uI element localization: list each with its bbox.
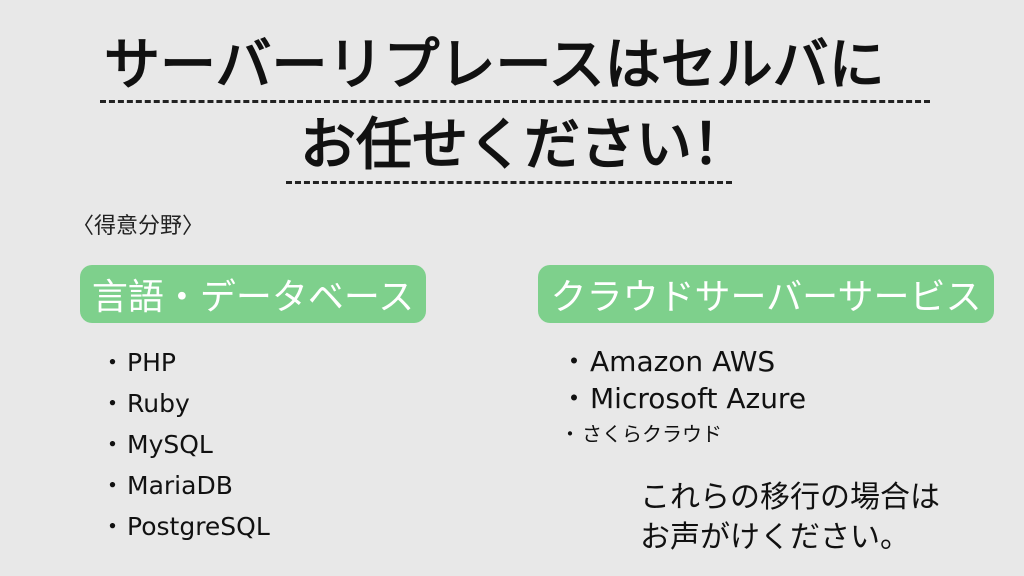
list-item-label: さくらクラウド (582, 422, 722, 446)
section-heading-cloud-services: クラウドサーバーサービス (538, 265, 994, 323)
list-item: ・Microsoft Azure (560, 380, 806, 417)
list-item-label: Amazon AWS (590, 345, 776, 378)
list-item-label: MariaDB (127, 471, 233, 500)
list-item: ・Amazon AWS (560, 343, 806, 380)
contact-message: これらの移行の場合は お声がけください。 (640, 478, 940, 558)
contact-line-1: これらの移行の場合は (640, 480, 940, 515)
list-item-label: PostgreSQL (127, 512, 270, 541)
list-item: ・PHP (100, 342, 270, 383)
title-line-2: お任せください！ (300, 113, 748, 178)
section-heading-languages-databases: 言語・データベース (80, 265, 426, 323)
list-item: ・MariaDB (100, 465, 270, 506)
title-underline-1 (100, 100, 930, 103)
specialty-label: 〈得意分野〉 (72, 214, 205, 239)
list-item-label: PHP (127, 348, 176, 377)
title-underline-2 (286, 181, 732, 184)
bullet: ・ (100, 471, 126, 500)
languages-databases-list: ・PHP ・Ruby ・MySQL ・MariaDB ・PostgreSQL (100, 342, 270, 547)
list-item-label: MySQL (127, 430, 213, 459)
list-item-label: Microsoft Azure (590, 382, 807, 415)
list-item: ・Ruby (100, 383, 270, 424)
list-item: ・さくらクラウド (560, 417, 806, 451)
list-item-label: Ruby (127, 389, 190, 418)
list-item: ・PostgreSQL (100, 506, 270, 547)
contact-line-2: お声がけください。 (640, 520, 910, 555)
bullet: ・ (560, 345, 589, 378)
list-item: ・MySQL (100, 424, 270, 465)
cloud-services-list: ・Amazon AWS ・Microsoft Azure ・さくらクラウド (560, 343, 806, 451)
bullet: ・ (100, 348, 126, 377)
bullet: ・ (100, 512, 126, 541)
bullet: ・ (100, 389, 126, 418)
bullet: ・ (100, 430, 126, 459)
title-line-1: サーバーリプレースはセルバに (104, 33, 885, 98)
bullet: ・ (560, 422, 580, 446)
bullet: ・ (560, 382, 589, 415)
